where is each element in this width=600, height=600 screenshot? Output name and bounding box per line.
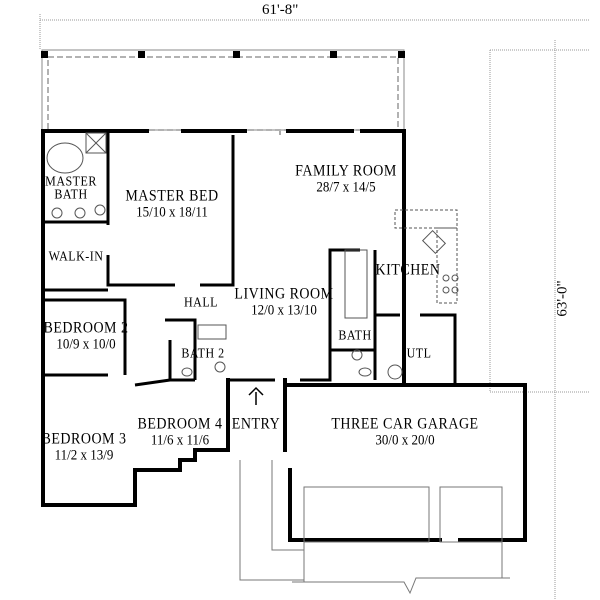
bath2-tub-icon <box>197 324 227 340</box>
room-bath: BATH <box>338 326 372 344</box>
rear-porch <box>41 49 405 131</box>
room-living-room: LIVING ROOM 12/0 x 13/10 <box>234 285 334 318</box>
fixtures <box>46 131 459 380</box>
sink-icon <box>421 229 447 255</box>
overall-depth-label: 63'-0" <box>554 280 571 317</box>
room-family-room: FAMILY ROOM 28/7 x 14/5 <box>295 162 397 195</box>
room-garage: THREE CAR GARAGE 30/0 x 20/0 <box>331 415 479 448</box>
room-kitchen: KITCHEN <box>375 261 441 279</box>
shower-icon <box>85 132 107 154</box>
washer-icon <box>387 364 403 380</box>
entry-arrow-icon <box>248 386 264 405</box>
overall-width-label: 61'-8" <box>262 2 299 18</box>
room-bath-2: BATH 2 <box>181 344 225 362</box>
room-utl: UTL <box>406 344 432 362</box>
room-hall: HALL <box>184 293 218 311</box>
room-entry: ENTRY <box>231 415 281 433</box>
room-walk-in: WALK-IN <box>48 247 104 265</box>
room-bedroom-2: BEDROOM 2 10/9 x 10/0 <box>43 319 129 352</box>
garage-doors <box>239 460 510 595</box>
exterior-walls <box>41 129 527 542</box>
interior-walls <box>43 131 457 387</box>
kitchen-counter <box>394 209 458 229</box>
room-master-bath: MASTER BATH <box>45 172 97 202</box>
room-master-bed: MASTER BED 15/10 x 18/11 <box>125 187 219 220</box>
bathtub-icon <box>46 142 84 174</box>
dimension-lines <box>39 14 590 600</box>
room-bedroom-3: BEDROOM 3 11/2 x 13/9 <box>41 430 127 463</box>
room-bedroom-4: BEDROOM 4 11/6 x 11/6 <box>137 415 223 448</box>
